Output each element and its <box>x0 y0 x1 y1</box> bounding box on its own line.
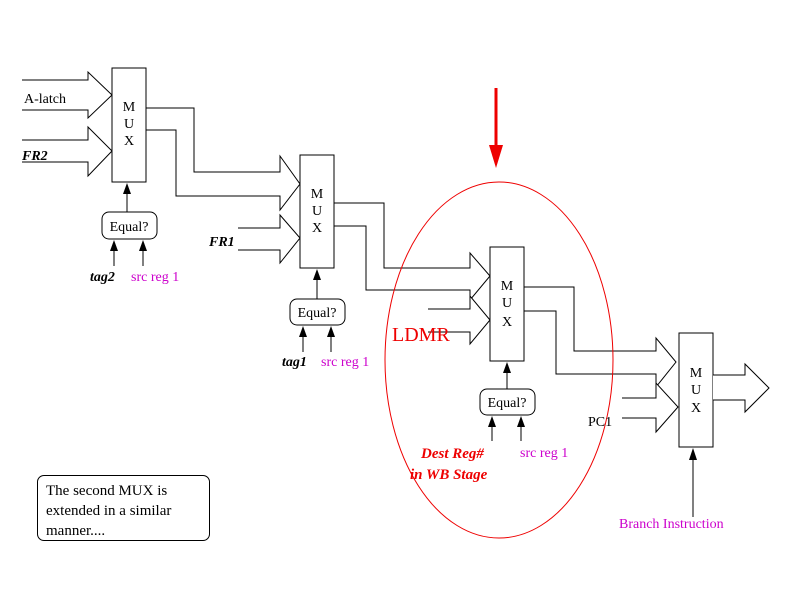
mux-4-x: X <box>691 401 701 416</box>
highlight-ellipse <box>384 181 614 539</box>
ldmr-label: LDMR <box>392 324 450 346</box>
fr2-label: FR2 <box>21 149 48 164</box>
highlight-arrow-head <box>489 145 503 168</box>
mux-4 <box>678 332 714 448</box>
dest-reg-label-line2: in WB Stage <box>410 467 488 483</box>
tag1-label: tag1 <box>282 355 307 370</box>
mux2-to-mux3-path <box>334 202 491 302</box>
src-reg-1b-label: src reg 1 <box>321 355 369 370</box>
pc1-input-arrow <box>622 381 679 434</box>
src-reg-1c-arrowhead <box>517 416 525 427</box>
mux-4-m: M <box>690 366 703 381</box>
src-reg-1b-arrowhead <box>327 326 335 337</box>
mux-3 <box>489 246 525 362</box>
branch-instruction-arrowhead <box>689 448 697 460</box>
mux-1-x: X <box>124 134 134 149</box>
mux-3-u: U <box>502 296 512 311</box>
src-reg-1a-arrowhead <box>139 240 147 251</box>
equal-comparator-3-label: Equal? <box>488 396 527 411</box>
tag2-arrowhead <box>110 240 118 251</box>
mux-2-u: U <box>312 204 322 219</box>
dest-reg-arrowhead <box>488 416 496 427</box>
mux-1 <box>111 67 147 183</box>
mux-3-m: M <box>501 279 514 294</box>
mux-4-output-arrow <box>713 362 770 414</box>
tag1-arrowhead <box>299 326 307 337</box>
src-reg-1c-label: src reg 1 <box>520 446 568 461</box>
mux-2 <box>299 154 335 269</box>
note-box: The second MUX is extended in a similar … <box>37 475 210 541</box>
mux-3-x: X <box>502 315 512 330</box>
pc1-label: PC1 <box>588 415 612 430</box>
equal-comparator-1-label: Equal? <box>110 220 149 235</box>
mux3-to-mux4-path <box>524 286 677 389</box>
mux-4-u: U <box>691 383 701 398</box>
a-latch-label: A-latch <box>24 92 66 107</box>
fr1-label: FR1 <box>208 235 235 250</box>
mux-2-x: X <box>312 221 322 236</box>
equal-2-arrowhead <box>313 269 321 280</box>
src-reg-1a-label: src reg 1 <box>131 270 179 285</box>
mux-1-u: U <box>124 117 134 132</box>
fr1-input-arrow <box>238 213 301 265</box>
equal-comparator-1 <box>101 211 158 240</box>
dest-reg-label-line1: Dest Reg# <box>420 446 484 462</box>
tag2-label: tag2 <box>90 270 115 285</box>
mux1-to-mux2-path <box>146 107 301 212</box>
equal-comparator-2-label: Equal? <box>298 306 337 321</box>
mux-1-m: M <box>123 100 136 115</box>
equal-3-arrowhead <box>503 362 511 373</box>
mux-2-m: M <box>311 187 324 202</box>
equal-1-arrowhead <box>123 183 131 194</box>
branch-instruction-label: Branch Instruction <box>619 517 724 532</box>
